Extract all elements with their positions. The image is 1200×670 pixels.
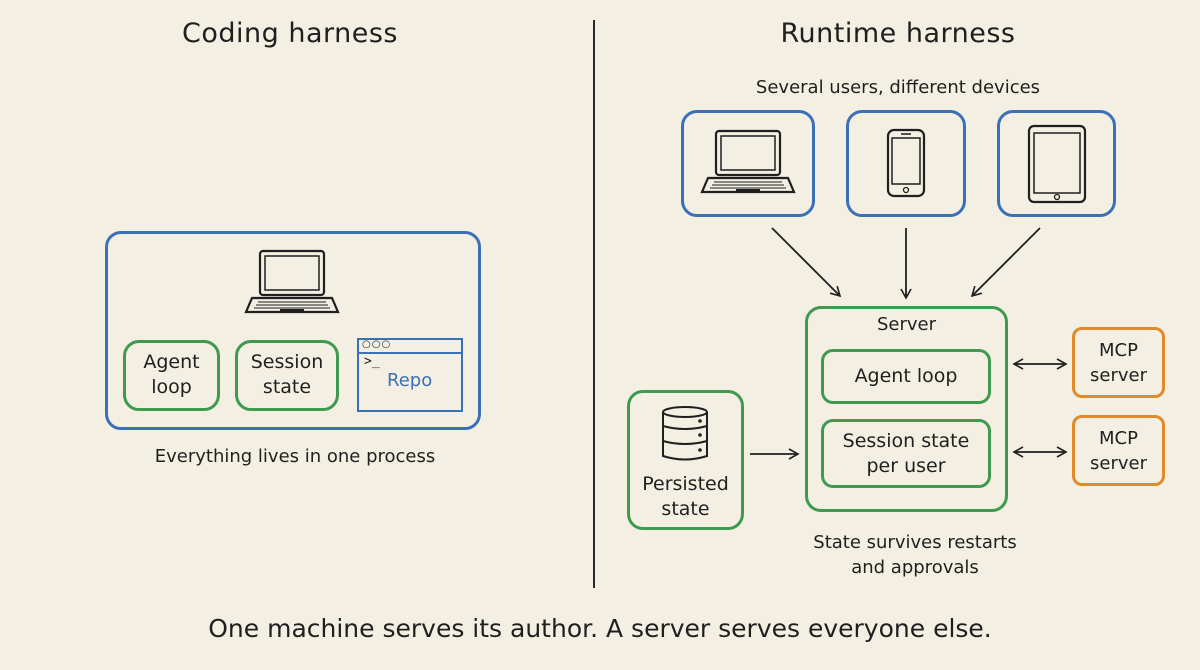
- persisted-state-label: Persisted state: [642, 473, 729, 520]
- agent-loop-label-server: Agent loop: [854, 365, 958, 387]
- laptop-icon: [244, 249, 340, 314]
- mcp-server-box-2: [1072, 415, 1165, 486]
- server-title: Server: [876, 314, 937, 335]
- arrow-laptop-to-server: [771, 227, 842, 298]
- session-state-box-local: [235, 340, 339, 411]
- repo-window-titlebar: [359, 352, 461, 354]
- center-divider: [593, 20, 595, 588]
- mcp-server-label-2: MCP server: [1090, 428, 1147, 474]
- footer-tagline: One machine serves its author. A server …: [208, 614, 992, 643]
- mcp-server-box-1: [1072, 327, 1165, 398]
- coding-harness-title: Coding harness: [182, 18, 398, 49]
- repo-window: ○○○ >_ Repo: [357, 338, 463, 412]
- repo-label: Repo: [387, 370, 433, 391]
- session-state-label-local: Session state: [250, 351, 324, 398]
- devices-caption: Several users, different devices: [755, 77, 1041, 98]
- tablet-icon: [1027, 124, 1087, 204]
- runtime-harness-caption: State survives restarts and approvals: [813, 532, 1017, 578]
- arrow-tablet-to-server: [970, 227, 1041, 298]
- server-box: [805, 306, 1008, 512]
- agent-loop-box-local: [123, 340, 220, 411]
- phone-device-box: [846, 110, 966, 217]
- terminal-prompt-icon: >_: [364, 354, 380, 369]
- coding-harness-caption: Everything lives in one process: [154, 446, 436, 467]
- agent-loop-label-local: Agent loop: [143, 351, 200, 398]
- phone-icon: [886, 128, 926, 198]
- laptop-icon: [700, 129, 796, 194]
- database-icon: [662, 406, 708, 461]
- laptop-device-box: [681, 110, 815, 217]
- session-state-label-server: Session state per user: [842, 430, 970, 477]
- session-state-box-server: [821, 419, 991, 488]
- persisted-state-box: [627, 390, 744, 530]
- mcp-server-label-1: MCP server: [1090, 340, 1147, 386]
- runtime-harness-title: Runtime harness: [780, 18, 1016, 49]
- local-machine-box: [105, 231, 481, 430]
- agent-loop-box-server: [821, 349, 991, 404]
- tablet-device-box: [997, 110, 1116, 217]
- window-dots-icon: ○○○: [362, 339, 392, 350]
